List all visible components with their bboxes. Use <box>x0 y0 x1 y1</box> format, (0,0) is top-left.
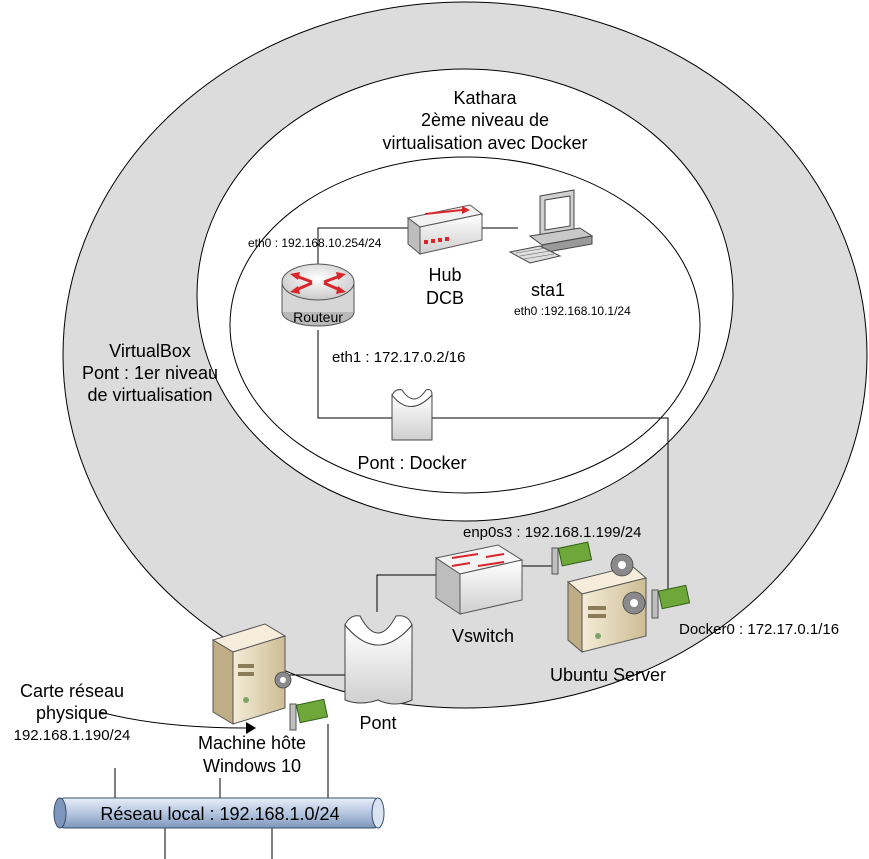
ubuntu-label: Ubuntu Server <box>550 665 666 685</box>
link-vswitch-bridge <box>376 574 440 612</box>
nic-label-1: Carte réseau <box>20 681 124 701</box>
lan-label: Réseau local : 192.168.1.0/24 <box>100 804 339 824</box>
link-router-docker-bridge <box>317 330 392 419</box>
computer-icon <box>508 189 594 264</box>
kathara-title: Kathara <box>453 88 517 108</box>
hub-icon <box>406 204 484 256</box>
host-label-1: Machine hôte <box>198 733 306 753</box>
server-icon <box>211 623 292 725</box>
nic-pointer <box>99 711 247 729</box>
bridge-label: Pont <box>359 713 396 733</box>
bridge-icon <box>391 389 433 441</box>
router-eth0-label: eth0 : 192.168.10.254/24 <box>248 236 382 250</box>
hub-label-2: DCB <box>426 288 464 308</box>
kathara-subtitle-2: virtualisation avec Docker <box>382 133 587 153</box>
connection-lines <box>99 227 669 859</box>
switch-icon <box>434 544 524 615</box>
virtualbox-subtitle-2: de virtualisation <box>87 385 212 405</box>
link-router-hub <box>317 227 410 268</box>
station-eth0-label: eth0 :192.168.10.1/24 <box>514 304 631 318</box>
lan-pipe <box>53 797 385 829</box>
router-label: Routeur <box>293 309 343 325</box>
link-docker-bridge-docker0 <box>432 417 669 590</box>
router-icon <box>281 263 355 327</box>
bridge-icon <box>344 615 413 705</box>
network-card-icon <box>651 584 691 619</box>
vswitch-label: Vswitch <box>452 626 514 646</box>
ubuntu-enp0s3-label: enp0s3 : 192.168.1.199/24 <box>463 524 642 541</box>
hub-label-1: Hub <box>428 265 461 285</box>
router-eth1-label: eth1 : 172.17.0.2/16 <box>332 349 465 366</box>
nic-pointer-arrow <box>246 722 256 734</box>
station-name: sta1 <box>531 280 565 300</box>
docker-bridge-label: Pont : Docker <box>357 453 466 473</box>
nic-label-2: physique <box>36 703 108 723</box>
virtualbox-title: VirtualBox <box>109 341 191 361</box>
kathara-subtitle-1: 2ème niveau de <box>421 110 549 130</box>
ubuntu-docker0-label: Docker0 : 172.17.0.1/16 <box>679 621 839 638</box>
network-card-icon <box>551 541 593 575</box>
server-icon <box>566 553 648 654</box>
host-label-2: Windows 10 <box>203 756 301 776</box>
network-card-icon <box>289 698 329 731</box>
virtualbox-subtitle-1: Pont : 1er niveau <box>82 363 218 383</box>
nic-ip-label: 192.168.1.190/24 <box>14 727 131 744</box>
